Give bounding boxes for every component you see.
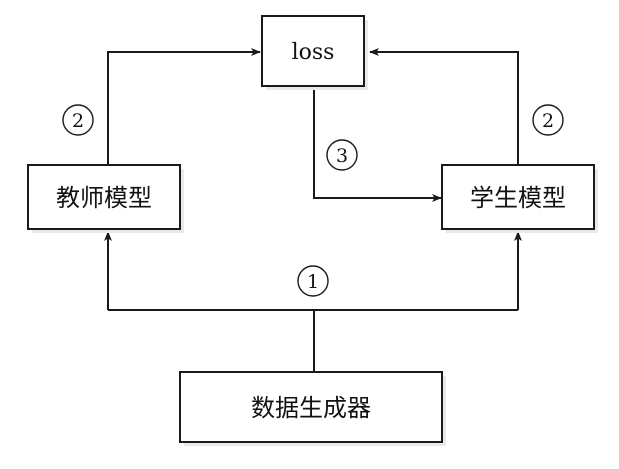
edge-student-to-loss — [369, 48, 519, 165]
step-marker-1: 1 — [297, 265, 329, 297]
node-data-generator: 数据生成器 — [179, 371, 446, 446]
step-1-label: 1 — [307, 271, 319, 293]
step-3-label: 3 — [336, 145, 348, 167]
edge-loss-to-student — [313, 90, 442, 202]
node-loss: loss — [261, 15, 368, 90]
step-2-left-label: 2 — [72, 110, 84, 132]
student-model-label: 学生模型 — [470, 184, 566, 212]
node-student-model: 学生模型 — [441, 164, 598, 233]
edge-teacher-to-loss — [107, 48, 261, 165]
node-teacher-model: 教师模型 — [27, 164, 184, 233]
teacher-model-label: 教师模型 — [56, 184, 152, 212]
edges — [104, 48, 522, 372]
step-marker-2-right: 2 — [532, 104, 564, 136]
data-generator-label: 数据生成器 — [251, 394, 371, 422]
step-marker-2-left: 2 — [62, 104, 94, 136]
loss-label: loss — [292, 40, 335, 65]
step-2-right-label: 2 — [542, 110, 554, 132]
step-marker-3: 3 — [326, 139, 358, 171]
